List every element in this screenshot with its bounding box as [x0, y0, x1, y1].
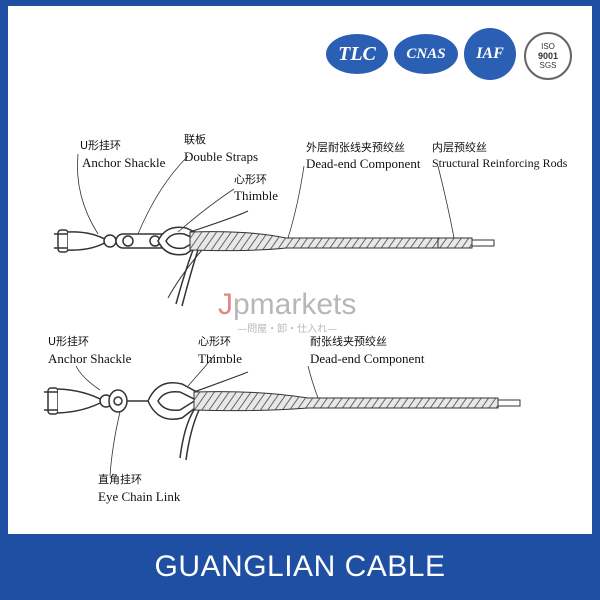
tlc-logo-text: TLC	[338, 42, 376, 65]
iso-9001-logo: ISO 9001 SGS	[524, 32, 572, 80]
tlc-logo: TLC	[326, 34, 388, 74]
top-anchor-shackle-label: Anchor Shackle	[82, 155, 166, 170]
top-thimble-label-zh: 心形环	[234, 173, 267, 186]
reinforcing-rods-label-zh: 内层预绞丝	[432, 141, 487, 154]
jpmarkets-watermark: Jpmarkets —問屋・卸・仕入れ—	[218, 288, 356, 335]
cnas-logo: CNAS	[394, 34, 458, 74]
iaf-logo-text: IAF	[476, 45, 504, 62]
top-thimble-label: Thimble	[234, 188, 279, 203]
bottom-thimble-label: Thimble	[198, 351, 243, 366]
fitting-drawing	[44, 153, 521, 477]
top-leader-lines	[77, 153, 455, 239]
bottom-leader-lines	[75, 355, 319, 477]
watermark-logo: Jpmarkets	[218, 288, 356, 322]
top-assembly-drawing	[54, 210, 495, 307]
bottom-dead-end-label-zh: 耐张线夹预绞丝	[310, 335, 387, 348]
bottom-anchor-shackle-label-zh: U形挂环	[48, 335, 90, 348]
iso-logo-num: 9001	[537, 51, 559, 61]
bottom-anchor-shackle-shape	[44, 387, 113, 415]
watermark-subtitle: —問屋・卸・仕入れ—	[237, 324, 338, 335]
top-double-straps-shape	[115, 233, 169, 249]
iaf-logo: IAF	[464, 28, 516, 80]
bottom-thimble-shape	[147, 382, 210, 420]
double-straps-label-zh: 联板	[184, 133, 206, 146]
bottom-thimble-label-zh: 心形环	[198, 335, 231, 348]
diagram-panel: TLC CNAS IAF ISO 9001 SGS	[8, 6, 592, 534]
brand-footer: GUANGLIAN CABLE	[0, 534, 600, 600]
bottom-anchor-shackle-label: Anchor Shackle	[48, 351, 132, 366]
bottom-eye-link-shape	[108, 389, 148, 413]
reinforcing-rods-label: Structural Reinforcing Rods	[432, 156, 568, 170]
watermark-logo-j: J	[218, 288, 233, 321]
cnas-logo-text: CNAS	[406, 45, 446, 62]
watermark-logo-rest: pmarkets	[233, 288, 357, 321]
iso-logo-top: ISO	[541, 42, 555, 51]
double-straps-label: Double Straps	[184, 149, 259, 164]
top-anchor-shackle-label-zh: U形挂环	[80, 139, 122, 152]
bottom-dead-end-label: Dead-end Component	[310, 351, 425, 366]
bottom-assembly-drawing	[44, 371, 521, 461]
brand-name: GUANGLIAN CABLE	[154, 550, 446, 583]
top-anchor-shackle-shape	[54, 229, 117, 253]
eye-chain-link-label: Eye Chain Link	[98, 489, 181, 504]
top-dead-end-label-zh: 外层耐张线夹预绞丝	[306, 141, 405, 154]
iso-logo-bottom: SGS	[539, 61, 557, 70]
eye-chain-link-label-zh: 直角挂环	[98, 473, 142, 486]
top-dead-end-label: Dead-end Component	[306, 156, 421, 171]
